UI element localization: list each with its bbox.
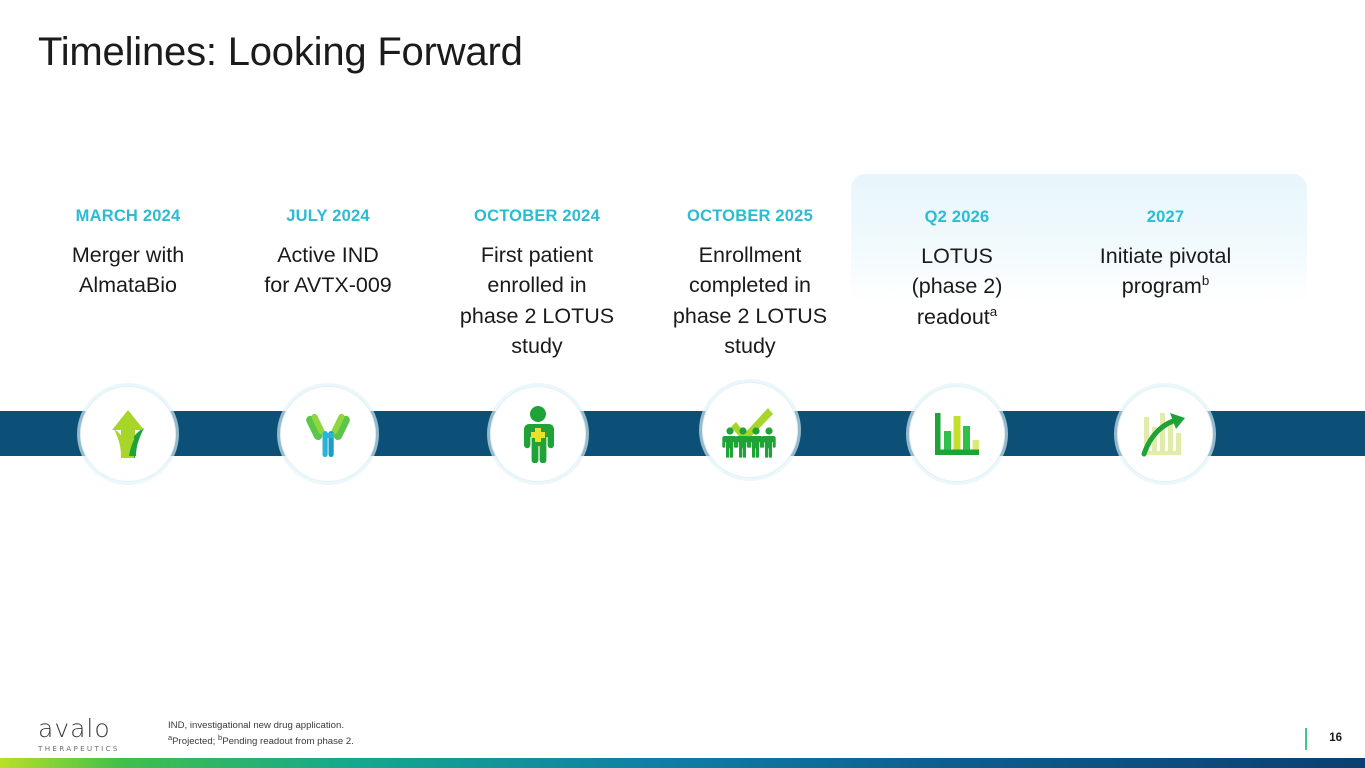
antibody-icon [299,405,357,463]
milestone-march-2024[interactable]: MARCH 2024 Merger with AlmataBio [28,207,228,301]
growth-arrow-icon [1136,407,1194,461]
milestone-icon-circle-2[interactable] [280,386,376,482]
milestone-line: completed in [689,273,811,298]
bottom-gradient-bar [0,758,1365,768]
milestone-july-2024[interactable]: JULY 2024 Active IND for AVTX-009 [228,207,428,301]
milestone-line: Active IND [277,242,379,267]
milestone-line: Initiate pivotal [1099,243,1232,268]
milestone-date: OCTOBER 2024 [474,207,600,225]
footnote-marker-b: b [218,732,223,742]
enrollment-complete-icon [718,400,782,460]
bar-chart-icon [929,407,985,461]
milestone-icon-circle-6[interactable] [1117,386,1213,482]
footnote-abbreviation: IND, investigational new drug applicatio… [168,720,344,731]
milestone-date: JULY 2024 [286,207,370,225]
milestone-icon-circle-3[interactable] [490,386,586,482]
milestone-date: Q2 2026 [924,208,990,226]
footnote-ref-a: a [989,303,998,319]
milestone-text: Enrollment completed in phase 2 LOTUS st… [641,240,859,362]
milestone-text: First patient enrolled in phase 2 LOTUS … [428,240,646,362]
logo-tagline: THERAPEUTICS [38,744,120,753]
footnote-ref-b: b [1201,273,1210,289]
milestone-line: program [1121,274,1202,299]
milestone-2027[interactable]: 2027 Initiate pivotal programb [1063,208,1268,302]
milestone-october-2024[interactable]: OCTOBER 2024 First patient enrolled in p… [428,207,646,362]
milestone-line: enrolled in [487,273,587,298]
logo-wordmark: avalo [38,714,111,743]
highlight-panel [851,174,1307,303]
merge-arrows-icon [98,404,158,464]
page-number: 16 [1329,732,1342,744]
page-number-divider [1305,728,1307,750]
avalo-logo: avalo THERAPEUTICS [38,716,138,753]
patient-icon [510,405,566,463]
milestone-line: readout [916,304,990,329]
milestone-line: AlmataBio [79,273,177,298]
milestone-text: Initiate pivotal programb [1063,241,1268,302]
milestone-text: Active IND for AVTX-009 [228,240,428,301]
footnote-text-a: Projected; [172,736,219,748]
milestone-text: LOTUS (phase 2) readouta [861,241,1053,333]
milestone-icon-circle-4[interactable] [702,382,798,478]
footnote-text-b: Pending readout from phase 2. [222,736,354,748]
milestone-date: OCTOBER 2025 [687,207,813,225]
milestone-line: phase 2 LOTUS [672,303,828,328]
milestone-date: MARCH 2024 [75,207,181,225]
milestone-line: Enrollment [698,242,802,267]
milestone-line: study [724,334,776,359]
milestone-line: phase 2 LOTUS [459,303,615,328]
footnote-definitions: aProjected; bPending readout from phase … [168,733,354,749]
milestone-line: First patient [480,242,594,267]
page-title: Timelines: Looking Forward [38,30,523,74]
milestone-text: Merger with AlmataBio [28,240,228,301]
milestone-line: study [511,334,563,359]
milestone-october-2025[interactable]: OCTOBER 2025 Enrollment completed in pha… [641,207,859,362]
milestone-line: Merger with [71,242,185,267]
milestone-line: for AVTX-009 [264,273,392,298]
milestone-line: (phase 2) [911,274,1003,299]
milestone-date: 2027 [1146,208,1185,226]
milestone-icon-circle-1[interactable] [80,386,176,482]
milestone-icon-circle-5[interactable] [909,386,1005,482]
footnotes: IND, investigational new drug applicatio… [168,719,354,749]
footnote-marker-a: a [168,732,173,742]
milestone-q2-2026[interactable]: Q2 2026 LOTUS (phase 2) readouta [861,208,1053,332]
milestone-line: LOTUS [921,243,993,268]
